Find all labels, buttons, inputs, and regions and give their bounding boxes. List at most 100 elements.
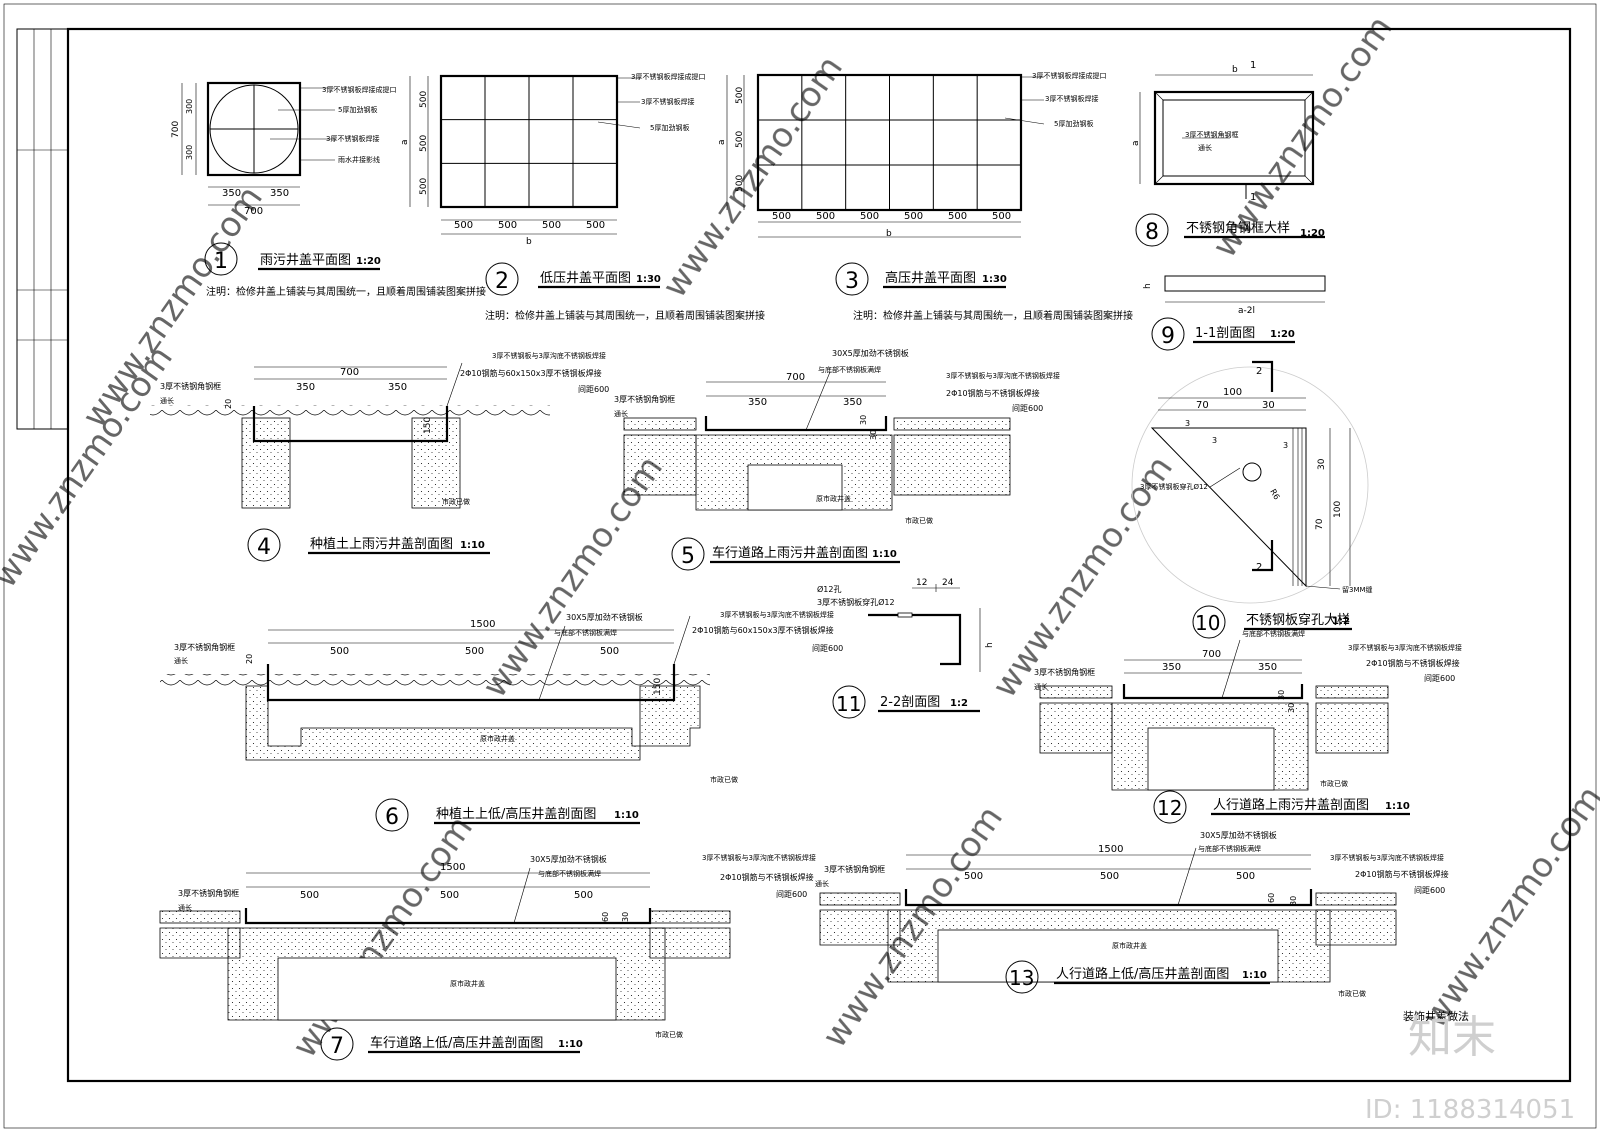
svg-text:700: 700 bbox=[1202, 649, 1221, 660]
detail-12-section: 700 350 350 3厚不锈钢角钢框 通长 30 30 与底部不锈钢板满焊 … bbox=[1034, 629, 1462, 824]
svg-text:70: 70 bbox=[1315, 518, 1325, 530]
svg-text:3厚不锈钢角钢框: 3厚不锈钢角钢框 bbox=[614, 394, 675, 404]
svg-text:100: 100 bbox=[1223, 387, 1242, 398]
svg-text:500: 500 bbox=[816, 211, 835, 222]
svg-text:种植土上低/高压井盖剖面图: 种植土上低/高压井盖剖面图 bbox=[436, 806, 596, 822]
sheet-name: 装饰井盖做法 bbox=[1403, 1009, 1469, 1023]
svg-text:3厚不锈钢板与3厚沟底不锈钢板焊接: 3厚不锈钢板与3厚沟底不锈钢板焊接 bbox=[492, 351, 606, 360]
svg-text:500: 500 bbox=[1100, 871, 1119, 882]
svg-text:3厚不锈钢角钢框: 3厚不锈钢角钢框 bbox=[174, 642, 235, 652]
svg-text:30X5厚加劲不锈钢板: 30X5厚加劲不锈钢板 bbox=[530, 854, 607, 864]
svg-text:20: 20 bbox=[224, 399, 233, 409]
svg-text:70: 70 bbox=[1196, 400, 1209, 411]
svg-text:间距600: 间距600 bbox=[812, 644, 843, 653]
svg-text:1:30: 1:30 bbox=[636, 274, 661, 285]
svg-text:1-1剖面图: 1-1剖面图 bbox=[1195, 326, 1255, 341]
svg-text:b: b bbox=[886, 229, 892, 239]
svg-text:市政已做: 市政已做 bbox=[1320, 779, 1348, 788]
svg-text:3: 3 bbox=[845, 269, 859, 294]
svg-text:原市政井盖: 原市政井盖 bbox=[816, 494, 851, 503]
svg-text:500: 500 bbox=[498, 220, 517, 231]
svg-text:500: 500 bbox=[586, 220, 605, 231]
svg-text:30: 30 bbox=[1262, 400, 1275, 411]
svg-text:1:2: 1:2 bbox=[950, 698, 968, 709]
dim: 700 bbox=[244, 206, 263, 217]
svg-text:500: 500 bbox=[600, 646, 619, 657]
detail-5-section: 700 350 350 3厚不锈钢角钢框 通长 30 30 30X5厚加劲不锈钢… bbox=[614, 348, 1060, 571]
svg-text:500: 500 bbox=[419, 91, 429, 108]
svg-text:R6: R6 bbox=[1268, 488, 1281, 502]
svg-text:60: 60 bbox=[1267, 893, 1276, 903]
svg-text:350: 350 bbox=[748, 397, 767, 408]
dim: 350 bbox=[270, 188, 289, 199]
svg-text:1:10: 1:10 bbox=[614, 810, 639, 821]
svg-text:500: 500 bbox=[948, 211, 967, 222]
svg-text:2Φ10钢筋与不锈钢板焊接: 2Φ10钢筋与不锈钢板焊接 bbox=[720, 872, 814, 882]
svg-text:1:20: 1:20 bbox=[1300, 228, 1325, 239]
detail-7-section: 1500 500 500 500 3厚不锈钢角钢框 通长 60 30 30X5厚… bbox=[159, 853, 816, 1061]
svg-text:高压井盖平面图: 高压井盖平面图 bbox=[885, 270, 976, 286]
svg-text:30X5厚加劲不锈钢板: 30X5厚加劲不锈钢板 bbox=[832, 348, 909, 358]
svg-text:2Φ10钢筋与不锈钢板焊接: 2Φ10钢筋与不锈钢板焊接 bbox=[1366, 658, 1460, 668]
svg-text:与底部不锈钢板满焊: 与底部不锈钢板满焊 bbox=[1198, 844, 1261, 853]
svg-text:a: a bbox=[717, 139, 727, 145]
sheet-frame bbox=[3, 3, 1597, 1129]
svg-text:150: 150 bbox=[653, 678, 663, 695]
svg-text:3厚不锈钢板焊接: 3厚不锈钢板焊接 bbox=[641, 97, 694, 106]
svg-text:350: 350 bbox=[296, 382, 315, 393]
svg-text:1500: 1500 bbox=[1098, 844, 1123, 855]
svg-text:不锈钢板穿孔大样: 不锈钢板穿孔大样 bbox=[1246, 612, 1350, 628]
svg-text:350: 350 bbox=[388, 382, 407, 393]
svg-text:3厚不锈钢板与3厚沟底不锈钢板焊接: 3厚不锈钢板与3厚沟底不锈钢板焊接 bbox=[720, 610, 834, 619]
svg-text:5: 5 bbox=[681, 544, 695, 569]
watermark: www.znzmo.com bbox=[1415, 779, 1600, 1035]
svg-text:30: 30 bbox=[1317, 458, 1327, 470]
svg-text:30: 30 bbox=[869, 430, 878, 440]
svg-text:3厚不锈钢角钢框: 3厚不锈钢角钢框 bbox=[178, 888, 239, 898]
svg-text:h: h bbox=[985, 642, 995, 648]
svg-text:1:2: 1:2 bbox=[1332, 616, 1350, 627]
svg-text:500: 500 bbox=[419, 135, 429, 152]
note: 注明：检修井盖上铺装与其周围统一，且顺着周围铺装图案拼接 bbox=[206, 285, 486, 298]
svg-text:3厚不锈钢板焊接成提口: 3厚不锈钢板焊接成提口 bbox=[1032, 71, 1106, 80]
svg-text:500: 500 bbox=[735, 87, 745, 104]
detail-title: 雨污井盖平面图 bbox=[260, 253, 351, 268]
dim: 300 bbox=[185, 145, 194, 160]
svg-text:350: 350 bbox=[1162, 662, 1181, 673]
watermarks: www.znzmo.com www.znzmo.com www.znzmo.co… bbox=[0, 9, 1600, 1065]
svg-text:低压井盖平面图: 低压井盖平面图 bbox=[540, 271, 631, 286]
svg-text:20: 20 bbox=[245, 654, 254, 664]
svg-text:通长: 通长 bbox=[1198, 143, 1212, 152]
svg-text:24: 24 bbox=[942, 578, 954, 588]
svg-text:500: 500 bbox=[772, 211, 791, 222]
svg-text:a-2l: a-2l bbox=[1238, 306, 1255, 316]
svg-text:通长: 通长 bbox=[160, 396, 174, 405]
svg-text:1:10: 1:10 bbox=[1385, 801, 1410, 812]
svg-text:11: 11 bbox=[836, 692, 861, 716]
svg-text:1: 1 bbox=[1250, 60, 1256, 71]
svg-text:4: 4 bbox=[257, 535, 271, 560]
detail-6-section: 1500 500 500 500 3厚不锈钢角钢框 通长 20 150 30X5… bbox=[160, 610, 843, 832]
callout-reinforced: 5厚加劲钢板 bbox=[338, 105, 377, 114]
svg-text:500: 500 bbox=[735, 175, 745, 192]
svg-text:不锈钢角钢框大样: 不锈钢角钢框大样 bbox=[1186, 221, 1290, 236]
svg-text:间距600: 间距600 bbox=[578, 385, 609, 394]
svg-text:人行道路上低/高压井盖剖面图: 人行道路上低/高压井盖剖面图 bbox=[1056, 966, 1229, 982]
svg-text:350: 350 bbox=[843, 397, 862, 408]
svg-text:3厚不锈钢板与3厚沟底不锈钢板焊接: 3厚不锈钢板与3厚沟底不锈钢板焊接 bbox=[1348, 643, 1462, 652]
svg-text:1:30: 1:30 bbox=[982, 274, 1007, 285]
svg-text:注明：检修井盖上铺装与其周围统一，且顺着周围铺装图案拼接: 注明：检修井盖上铺装与其周围统一，且顺着周围铺装图案拼接 bbox=[485, 309, 765, 322]
svg-text:2: 2 bbox=[1256, 562, 1262, 573]
svg-text:3: 3 bbox=[1185, 419, 1190, 428]
svg-text:1500: 1500 bbox=[470, 619, 495, 630]
svg-text:注明：检修井盖上铺装与其周围统一，且顺着周围铺装图案拼接: 注明：检修井盖上铺装与其周围统一，且顺着周围铺装图案拼接 bbox=[853, 309, 1133, 322]
svg-text:10: 10 bbox=[1195, 611, 1220, 635]
svg-text:1:10: 1:10 bbox=[460, 540, 485, 551]
svg-text:30: 30 bbox=[1277, 690, 1286, 700]
svg-text:500: 500 bbox=[300, 890, 319, 901]
detail-number: 1 bbox=[214, 249, 228, 274]
svg-text:车行道路上雨污井盖剖面图: 车行道路上雨污井盖剖面图 bbox=[712, 545, 868, 561]
svg-text:Ø12孔: Ø12孔 bbox=[817, 584, 841, 594]
svg-text:3厚不锈钢板与3厚沟底不锈钢板焊接: 3厚不锈钢板与3厚沟底不锈钢板焊接 bbox=[1330, 853, 1444, 862]
svg-text:通长: 通长 bbox=[1034, 682, 1048, 691]
